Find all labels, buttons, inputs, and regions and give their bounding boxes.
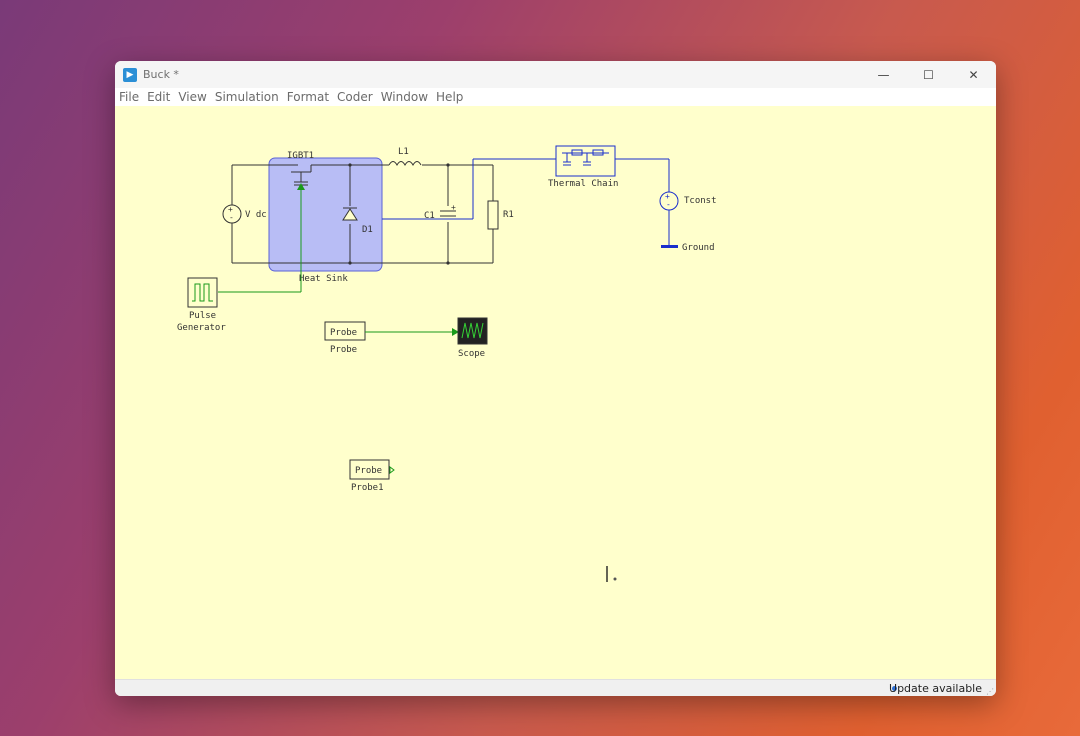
resize-grip-icon[interactable]: ⋰ [986, 687, 994, 696]
menu-file[interactable]: File [119, 90, 140, 104]
igbt-label: IGBT1 [287, 151, 314, 161]
heat-sink[interactable] [268, 157, 383, 272]
probe1-block[interactable] [349, 459, 390, 480]
probe1-label: Probe1 [351, 483, 384, 493]
minimize-button[interactable]: — [877, 67, 890, 82]
app-icon: ▶ [123, 67, 137, 82]
heat-sink-label: Heat Sink [299, 274, 348, 284]
vdc-source-symbol[interactable] [222, 204, 242, 224]
window-controls: — ☐ ✕ [861, 61, 996, 88]
probe1-output-port [389, 466, 395, 474]
gate-signal-wire [218, 190, 302, 293]
scope-label: Scope [458, 349, 485, 359]
menu-format[interactable]: Format [286, 90, 330, 104]
close-button[interactable]: ✕ [968, 67, 979, 82]
menu-window[interactable]: Window [380, 90, 429, 104]
tconst-source-symbol[interactable] [659, 191, 679, 211]
inductor-symbol[interactable] [388, 161, 422, 167]
wire-junctions [348, 163, 450, 265]
probe-block-text: Probe [330, 328, 357, 338]
ground-label: Ground [682, 243, 715, 253]
probe-signal-arrow [452, 328, 459, 336]
thermal-chain-block[interactable] [555, 145, 616, 177]
maximize-button[interactable]: ☐ [923, 67, 934, 82]
tconst-label: Tconst [684, 196, 717, 206]
capacitor-plus-sign: + [451, 203, 456, 212]
resistor-symbol[interactable] [487, 200, 499, 230]
app-window: ▶ Buck * — ☐ ✕ File Edit View Simulation… [115, 61, 996, 696]
vdc-plus-sign: + [228, 205, 233, 214]
scope-waveform-icon [461, 322, 484, 339]
mouse-cursor-icon [606, 566, 617, 582]
menu-edit[interactable]: Edit [147, 90, 171, 104]
tconst-minus-sign: - [666, 200, 671, 209]
probe-label: Probe [330, 345, 357, 355]
menu-help[interactable]: Help [436, 90, 464, 104]
pulse-generator-label-line1: Pulse [189, 311, 216, 321]
thermal-chain-icon [562, 149, 609, 166]
update-available-link[interactable]: Update available [889, 682, 982, 695]
window-title: Buck * [143, 68, 179, 81]
vdc-label: V dc [245, 210, 267, 220]
ground-symbol[interactable] [661, 245, 678, 248]
resistor-label: R1 [503, 210, 514, 220]
pulse-generator-block[interactable] [187, 277, 218, 308]
menu-simulation[interactable]: Simulation [214, 90, 279, 104]
gate-signal-arrow [297, 183, 305, 190]
schematic-canvas[interactable]: + - V dc IGBT1 D1 L1 + C1 [115, 106, 996, 679]
update-indicator-icon [892, 686, 897, 691]
thermal-chain-label: Thermal Chain [548, 179, 618, 189]
probe-block[interactable] [324, 321, 366, 341]
capacitor-label: C1 [424, 211, 435, 221]
pulse-generator-label-line2: Generator [177, 323, 226, 333]
status-bar: Update available ⋰ [115, 679, 996, 696]
pulse-waveform-icon [192, 283, 213, 302]
tconst-plus-sign: + [665, 192, 670, 201]
schematic-diagram: + - V dc IGBT1 D1 L1 + C1 [177, 145, 717, 582]
inductor-label: L1 [398, 147, 409, 157]
diode-label: D1 [362, 225, 373, 235]
probe1-block-text: Probe [355, 466, 382, 476]
thermal-wires [382, 158, 670, 245]
menu-view[interactable]: View [178, 90, 207, 104]
vdc-minus-sign: - [229, 213, 234, 222]
diode-symbol[interactable] [342, 208, 358, 221]
title-bar[interactable]: ▶ Buck * — ☐ ✕ [115, 61, 996, 88]
menu-bar: File Edit View Simulation Format Coder W… [115, 88, 996, 106]
menu-coder[interactable]: Coder [337, 90, 373, 104]
